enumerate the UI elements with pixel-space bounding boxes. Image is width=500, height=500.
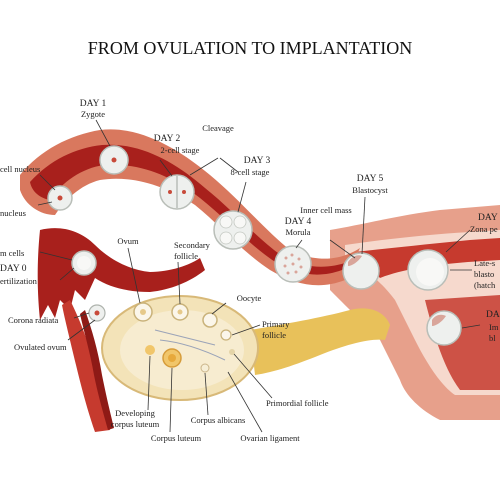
label-blastocyst-2: blasto — [474, 269, 494, 279]
label-8-cell-stage: 8-cell stage — [231, 167, 270, 177]
oocyte-follicle — [202, 312, 218, 328]
blastocyst — [342, 252, 380, 290]
label-corona-radiata: Corona radiata — [8, 315, 58, 325]
label-fertilization: ertilization — [0, 276, 38, 286]
label-day4: DAY 4 — [285, 217, 312, 227]
label-day-right-2: DA — [486, 310, 500, 320]
primary-follicle — [220, 329, 232, 341]
ovum-follicle-core — [140, 309, 146, 315]
label-hatching: (hatch — [474, 280, 496, 290]
corpus-albicans — [200, 363, 210, 373]
label-developing-cl-2: corpus luteum — [111, 419, 160, 429]
fallopian-tube-lumen — [30, 144, 348, 275]
morula-cells — [283, 253, 303, 275]
label-secondary-follicle-2: follicle — [174, 251, 198, 261]
label-oocyte: Oocyte — [237, 293, 262, 303]
eight-cell-blob-4 — [233, 231, 247, 245]
fimbriae-lower-dark — [80, 310, 114, 430]
label-day2: DAY 2 — [154, 134, 181, 144]
implanting-blastocyst-mass — [432, 314, 446, 326]
label-cleavage: Cleavage — [202, 123, 234, 133]
label-ovum: Ovum — [117, 236, 139, 246]
label-corpus-luteum: Corpus luteum — [151, 433, 202, 443]
hatching-blastocyst-inner — [416, 258, 444, 286]
label-morula: Morula — [285, 227, 310, 237]
leader-lines — [37, 119, 481, 433]
ovulated-ovum-core — [94, 310, 100, 316]
label-day1: DAY 1 — [80, 99, 107, 109]
diagram-title: FROM OVULATION TO IMPLANTATION — [88, 38, 412, 58]
eight-cell-stage — [213, 210, 253, 250]
fertilization-cell-inner — [77, 256, 91, 270]
label-cell-nucleus: cell nucleus — [0, 164, 40, 174]
developing-corpus-luteum — [145, 345, 155, 355]
label-zygote: Zygote — [81, 109, 105, 119]
label-late-stage: Late-s — [474, 258, 495, 268]
label-blastocyst-3: bl — [489, 333, 496, 343]
two-cell-nucleus-a — [168, 190, 172, 194]
label-primordial-follicle: Primordial follicle — [266, 398, 329, 408]
label-ovarian-ligament: Ovarian ligament — [240, 433, 300, 443]
cell-nucleus-dot — [57, 195, 63, 201]
ovary-vessels — [154, 329, 226, 361]
label-nucleus: nucleus — [0, 208, 26, 218]
label-implantation: Im — [489, 322, 499, 332]
label-secondary-follicle-1: Secondary — [174, 240, 211, 250]
label-day5: DAY 5 — [357, 174, 384, 184]
fimbriae-lower — [62, 300, 110, 432]
label-inner-cell-mass: Inner cell mass — [300, 205, 351, 215]
label-zona-pellucida: Zona pe — [470, 224, 498, 234]
eight-cell-blob-2 — [233, 215, 247, 229]
label-blastocyst: Blastocyst — [352, 185, 388, 195]
corpus-luteum-inner — [168, 354, 176, 362]
label-primary-follicle-1: Primary — [262, 319, 290, 329]
label-corpus-albicans: Corpus albicans — [191, 415, 246, 425]
primordial-follicle — [229, 349, 235, 355]
eight-cell-blob-3 — [219, 231, 233, 245]
label-day3: DAY 3 — [244, 156, 271, 166]
blastocyst-inner-cell-mass — [348, 255, 362, 266]
label-ovulated-ovum: Ovulated ovum — [14, 342, 67, 352]
zygote-nucleus — [111, 157, 117, 163]
eight-cell-blob-1 — [219, 215, 233, 229]
label-sperm-cells: m cells — [0, 248, 24, 258]
label-developing-cl-1: Developing — [115, 408, 155, 418]
ovarian-ligament — [250, 308, 390, 375]
two-cell-nucleus-b — [182, 190, 186, 194]
label-day-right-1: DAY — [478, 213, 498, 223]
label-2-cell-stage: 2-cell stage — [161, 145, 200, 155]
label-primary-follicle-2: follicle — [262, 330, 286, 340]
label-day0: DAY 0 — [0, 264, 27, 274]
ovary-inner — [120, 310, 244, 390]
secondary-follicle-core — [177, 309, 183, 315]
